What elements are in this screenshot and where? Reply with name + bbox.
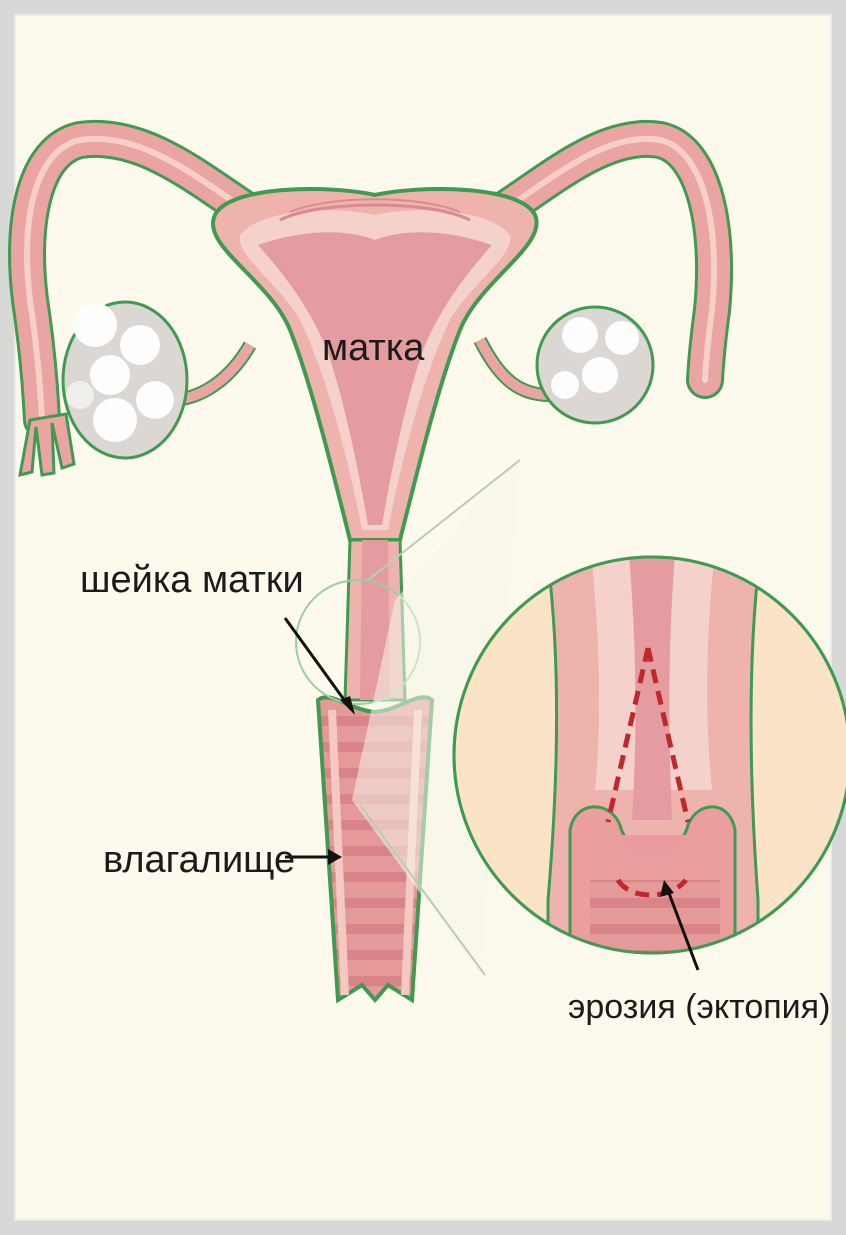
label-erosion: эрозия (эктопия) xyxy=(568,988,830,1026)
ovary-right xyxy=(537,307,653,423)
magnified-cervix-view xyxy=(454,540,846,1010)
label-uterus: матка xyxy=(322,327,425,369)
label-vagina: влагалище xyxy=(103,839,295,881)
fimbriae-left xyxy=(20,414,74,475)
label-cervix: шейка матки xyxy=(80,559,304,601)
ovary-left xyxy=(63,302,187,458)
